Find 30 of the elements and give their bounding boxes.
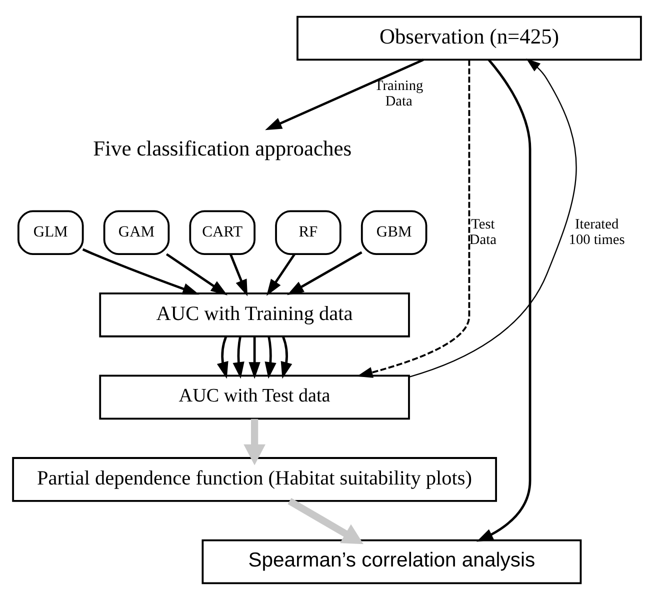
- arrow: [264, 336, 276, 379]
- arrow: [230, 254, 248, 296]
- node-box: Observation (n=425): [296, 16, 642, 61]
- arrow: [288, 498, 364, 544]
- arrow: [82, 248, 200, 295]
- node-box: CART: [189, 210, 256, 256]
- arrow: [244, 418, 266, 466]
- arrow: [287, 251, 362, 296]
- arrow: [248, 336, 260, 379]
- node-box: GAM: [103, 210, 170, 256]
- arrow: [232, 336, 244, 379]
- node-box: GLM: [17, 210, 84, 256]
- edge-label: Training Data: [374, 78, 424, 110]
- arrow: [265, 58, 424, 130]
- arrow: [476, 59, 532, 542]
- arrow: [409, 58, 577, 378]
- node-box: Partial dependence function (Habitat suitability plots): [12, 457, 497, 502]
- node-box: GBM: [360, 210, 428, 256]
- node-box: Spearman’s correlation analysis: [202, 539, 582, 584]
- arrow: [216, 336, 228, 379]
- arrow: [356, 60, 470, 378]
- node-text: Five classification approaches: [93, 136, 352, 161]
- node-box: AUC with Test data: [99, 374, 410, 420]
- arrow: [266, 254, 296, 296]
- arrow: [166, 253, 228, 296]
- edge-label: Test Data: [469, 216, 496, 248]
- arrow: [280, 336, 292, 379]
- node-box: RF: [275, 210, 342, 256]
- edge-label: Iterated 100 times: [568, 216, 625, 248]
- node-box: AUC with Training data: [99, 292, 410, 338]
